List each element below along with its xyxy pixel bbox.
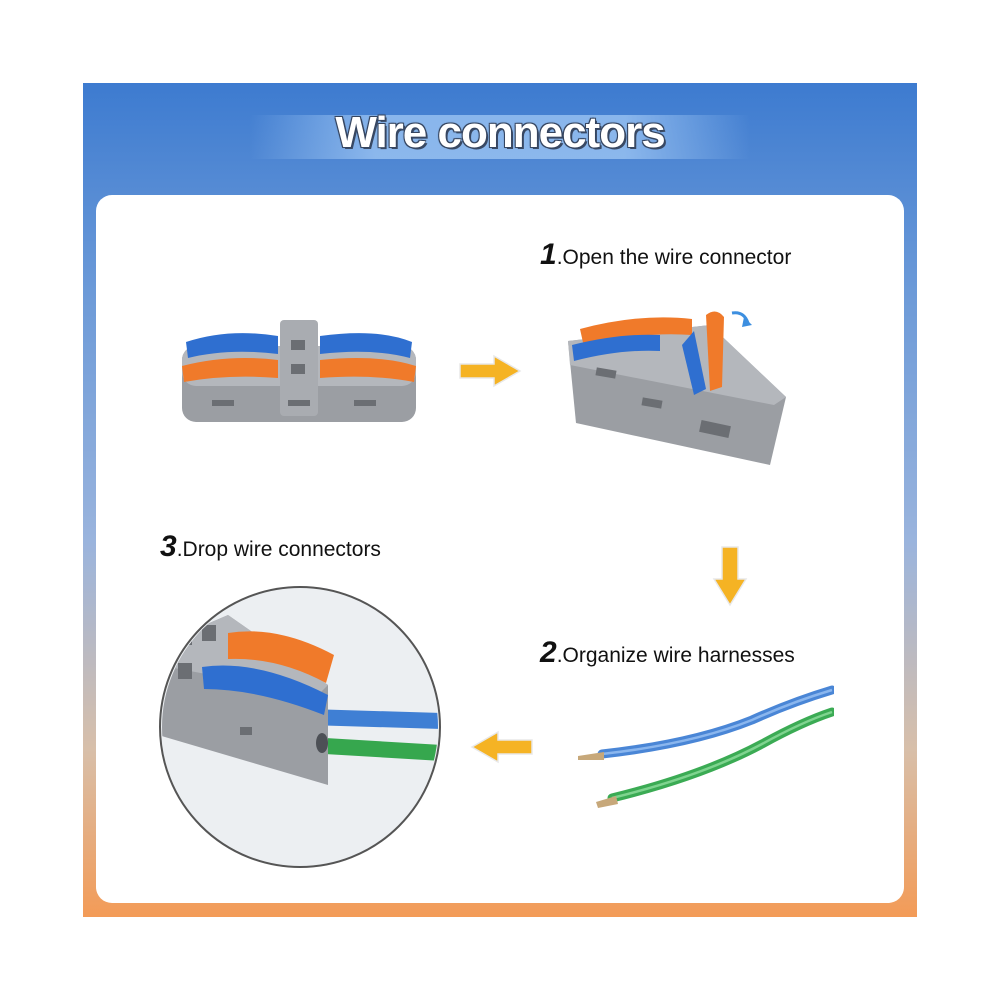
step-2-number: 2 (540, 636, 557, 669)
arrow-right-icon (459, 354, 522, 388)
arrow-left-icon (470, 730, 533, 764)
arrow-down-icon (712, 546, 748, 607)
connected-wires-image (159, 586, 441, 868)
step-2-label: 2.Organize wire harnesses (540, 636, 795, 670)
closed-connector-image (182, 320, 416, 422)
step-1-label: 1.Open the wire connector (540, 238, 791, 272)
page-title: Wire connectors (335, 108, 665, 157)
open-connector-image (568, 311, 786, 465)
title-highlight-band (250, 115, 750, 159)
step-3-number: 3 (160, 530, 177, 563)
step-2-text: .Organize wire harnesses (556, 644, 795, 667)
wire-harness-image (578, 685, 834, 808)
step-3-label: 3.Drop wire connectors (160, 530, 381, 564)
step-1-text: .Open the wire connector (556, 246, 792, 269)
step-3-text: .Drop wire connectors (176, 538, 381, 561)
step-1-number: 1 (540, 238, 557, 271)
